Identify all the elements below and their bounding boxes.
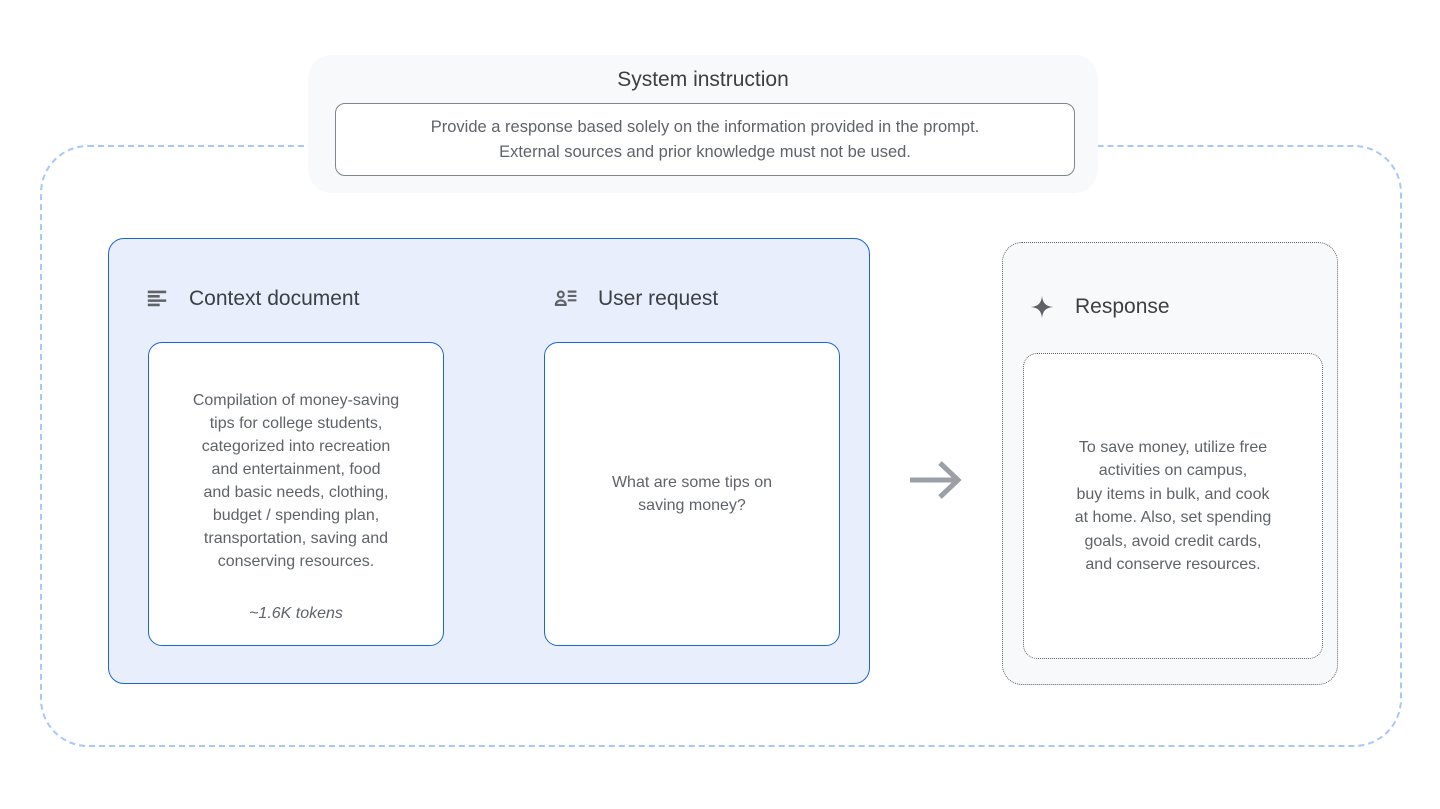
system-instruction-panel: System instruction Provide a response ba… bbox=[308, 55, 1098, 193]
user-request-card: What are some tips on saving money? bbox=[544, 342, 840, 646]
user-request-label: User request bbox=[598, 287, 719, 310]
response-group: Response To save money, utilize free act… bbox=[1002, 242, 1338, 685]
system-instruction-box: Provide a response based solely on the i… bbox=[335, 103, 1075, 176]
subject-lines-icon bbox=[144, 286, 170, 312]
context-document-text: Compilation of money-saving tips for col… bbox=[192, 392, 400, 570]
prompt-group: Context document User request Compilatio… bbox=[108, 238, 870, 684]
context-document-card: Compilation of money-saving tips for col… bbox=[148, 342, 444, 646]
person-list-icon bbox=[553, 286, 579, 312]
response-header: Response bbox=[1029, 292, 1170, 322]
system-instruction-text: Provide a response based solely on the i… bbox=[430, 117, 980, 161]
sparkle-icon bbox=[1029, 294, 1055, 320]
response-label: Response bbox=[1075, 295, 1170, 318]
user-request-text: What are some tips on saving money? bbox=[611, 474, 773, 514]
system-instruction-title: System instruction bbox=[617, 68, 789, 91]
response-text: To save money, utilize free activities o… bbox=[1074, 438, 1272, 574]
right-arrow-icon bbox=[906, 455, 970, 505]
token-count-note: ~1.6K tokens bbox=[249, 605, 343, 622]
user-request-header: User request bbox=[553, 284, 718, 314]
context-document-label: Context document bbox=[189, 287, 360, 310]
response-card: To save money, utilize free activities o… bbox=[1023, 353, 1323, 659]
context-document-header: Context document bbox=[144, 284, 359, 314]
